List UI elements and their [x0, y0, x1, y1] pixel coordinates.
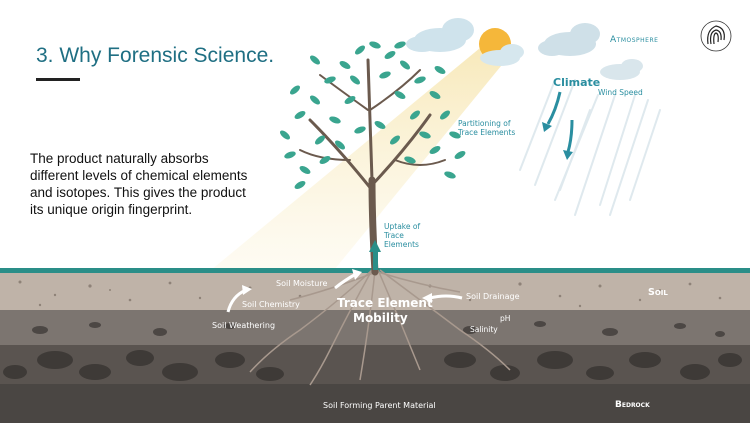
- label-partitioning: Partitioning of Trace Elements: [458, 119, 516, 137]
- cloud-icon: [600, 59, 643, 80]
- bedrock-layer: [0, 384, 750, 423]
- label-soil-drainage: Soil Drainage: [466, 292, 520, 301]
- label-trace-element-mobility-line1: Trace Element: [337, 296, 433, 310]
- tree-roots: [249, 269, 511, 386]
- stones: [3, 350, 742, 381]
- slide-title: 3. Why Forensic Science.: [36, 44, 275, 67]
- arrow-icon: [429, 294, 463, 300]
- arrow-head: [242, 285, 252, 295]
- label-soil: Soil: [648, 287, 668, 298]
- uptake-arrow-shaft: [373, 250, 378, 270]
- subsoil-layer: [0, 310, 750, 347]
- arrow-up-icon: [369, 240, 381, 252]
- cloud-icon: [538, 23, 600, 56]
- title-underline: [36, 78, 80, 81]
- arrow-down-icon: [546, 91, 562, 125]
- slide-body-text: The product naturally absorbs different …: [30, 151, 248, 217]
- label-climate: Climate: [553, 76, 601, 89]
- parent-material-layer: [0, 345, 750, 385]
- fingerprint-icon: [700, 20, 732, 52]
- arrow-head: [422, 293, 432, 303]
- label-trace-element-mobility-line2: Mobility: [353, 311, 408, 325]
- label-ph: pH: [500, 314, 511, 323]
- soil-particles: [18, 280, 722, 308]
- rain-streaks: [519, 79, 661, 216]
- label-salinity: Salinity: [470, 325, 498, 334]
- label-atmosphere: Atmosphere: [610, 35, 659, 45]
- arrow-down-icon: [566, 119, 574, 153]
- label-soil-chemistry: Soil Chemistry: [242, 300, 300, 309]
- pebbles: [32, 321, 725, 337]
- cloud-icon: [480, 44, 524, 66]
- arrow-head: [542, 122, 552, 132]
- label-parent-material: Soil Forming Parent Material: [323, 401, 436, 410]
- arrow-head: [352, 269, 362, 280]
- label-soil-moisture: Soil Moisture: [276, 279, 328, 288]
- label-bedrock: Bedrock: [615, 400, 650, 410]
- soil-layer: [0, 272, 750, 312]
- label-wind-speed: Wind Speed: [598, 88, 643, 97]
- tree-leaves: [280, 41, 466, 189]
- cloud-icon: [406, 18, 474, 52]
- label-uptake: Uptake of Trace Elements: [384, 222, 421, 249]
- arrow-head: [563, 150, 573, 160]
- label-soil-weathering: Soil Weathering: [212, 321, 276, 330]
- sun-beam: [205, 48, 510, 275]
